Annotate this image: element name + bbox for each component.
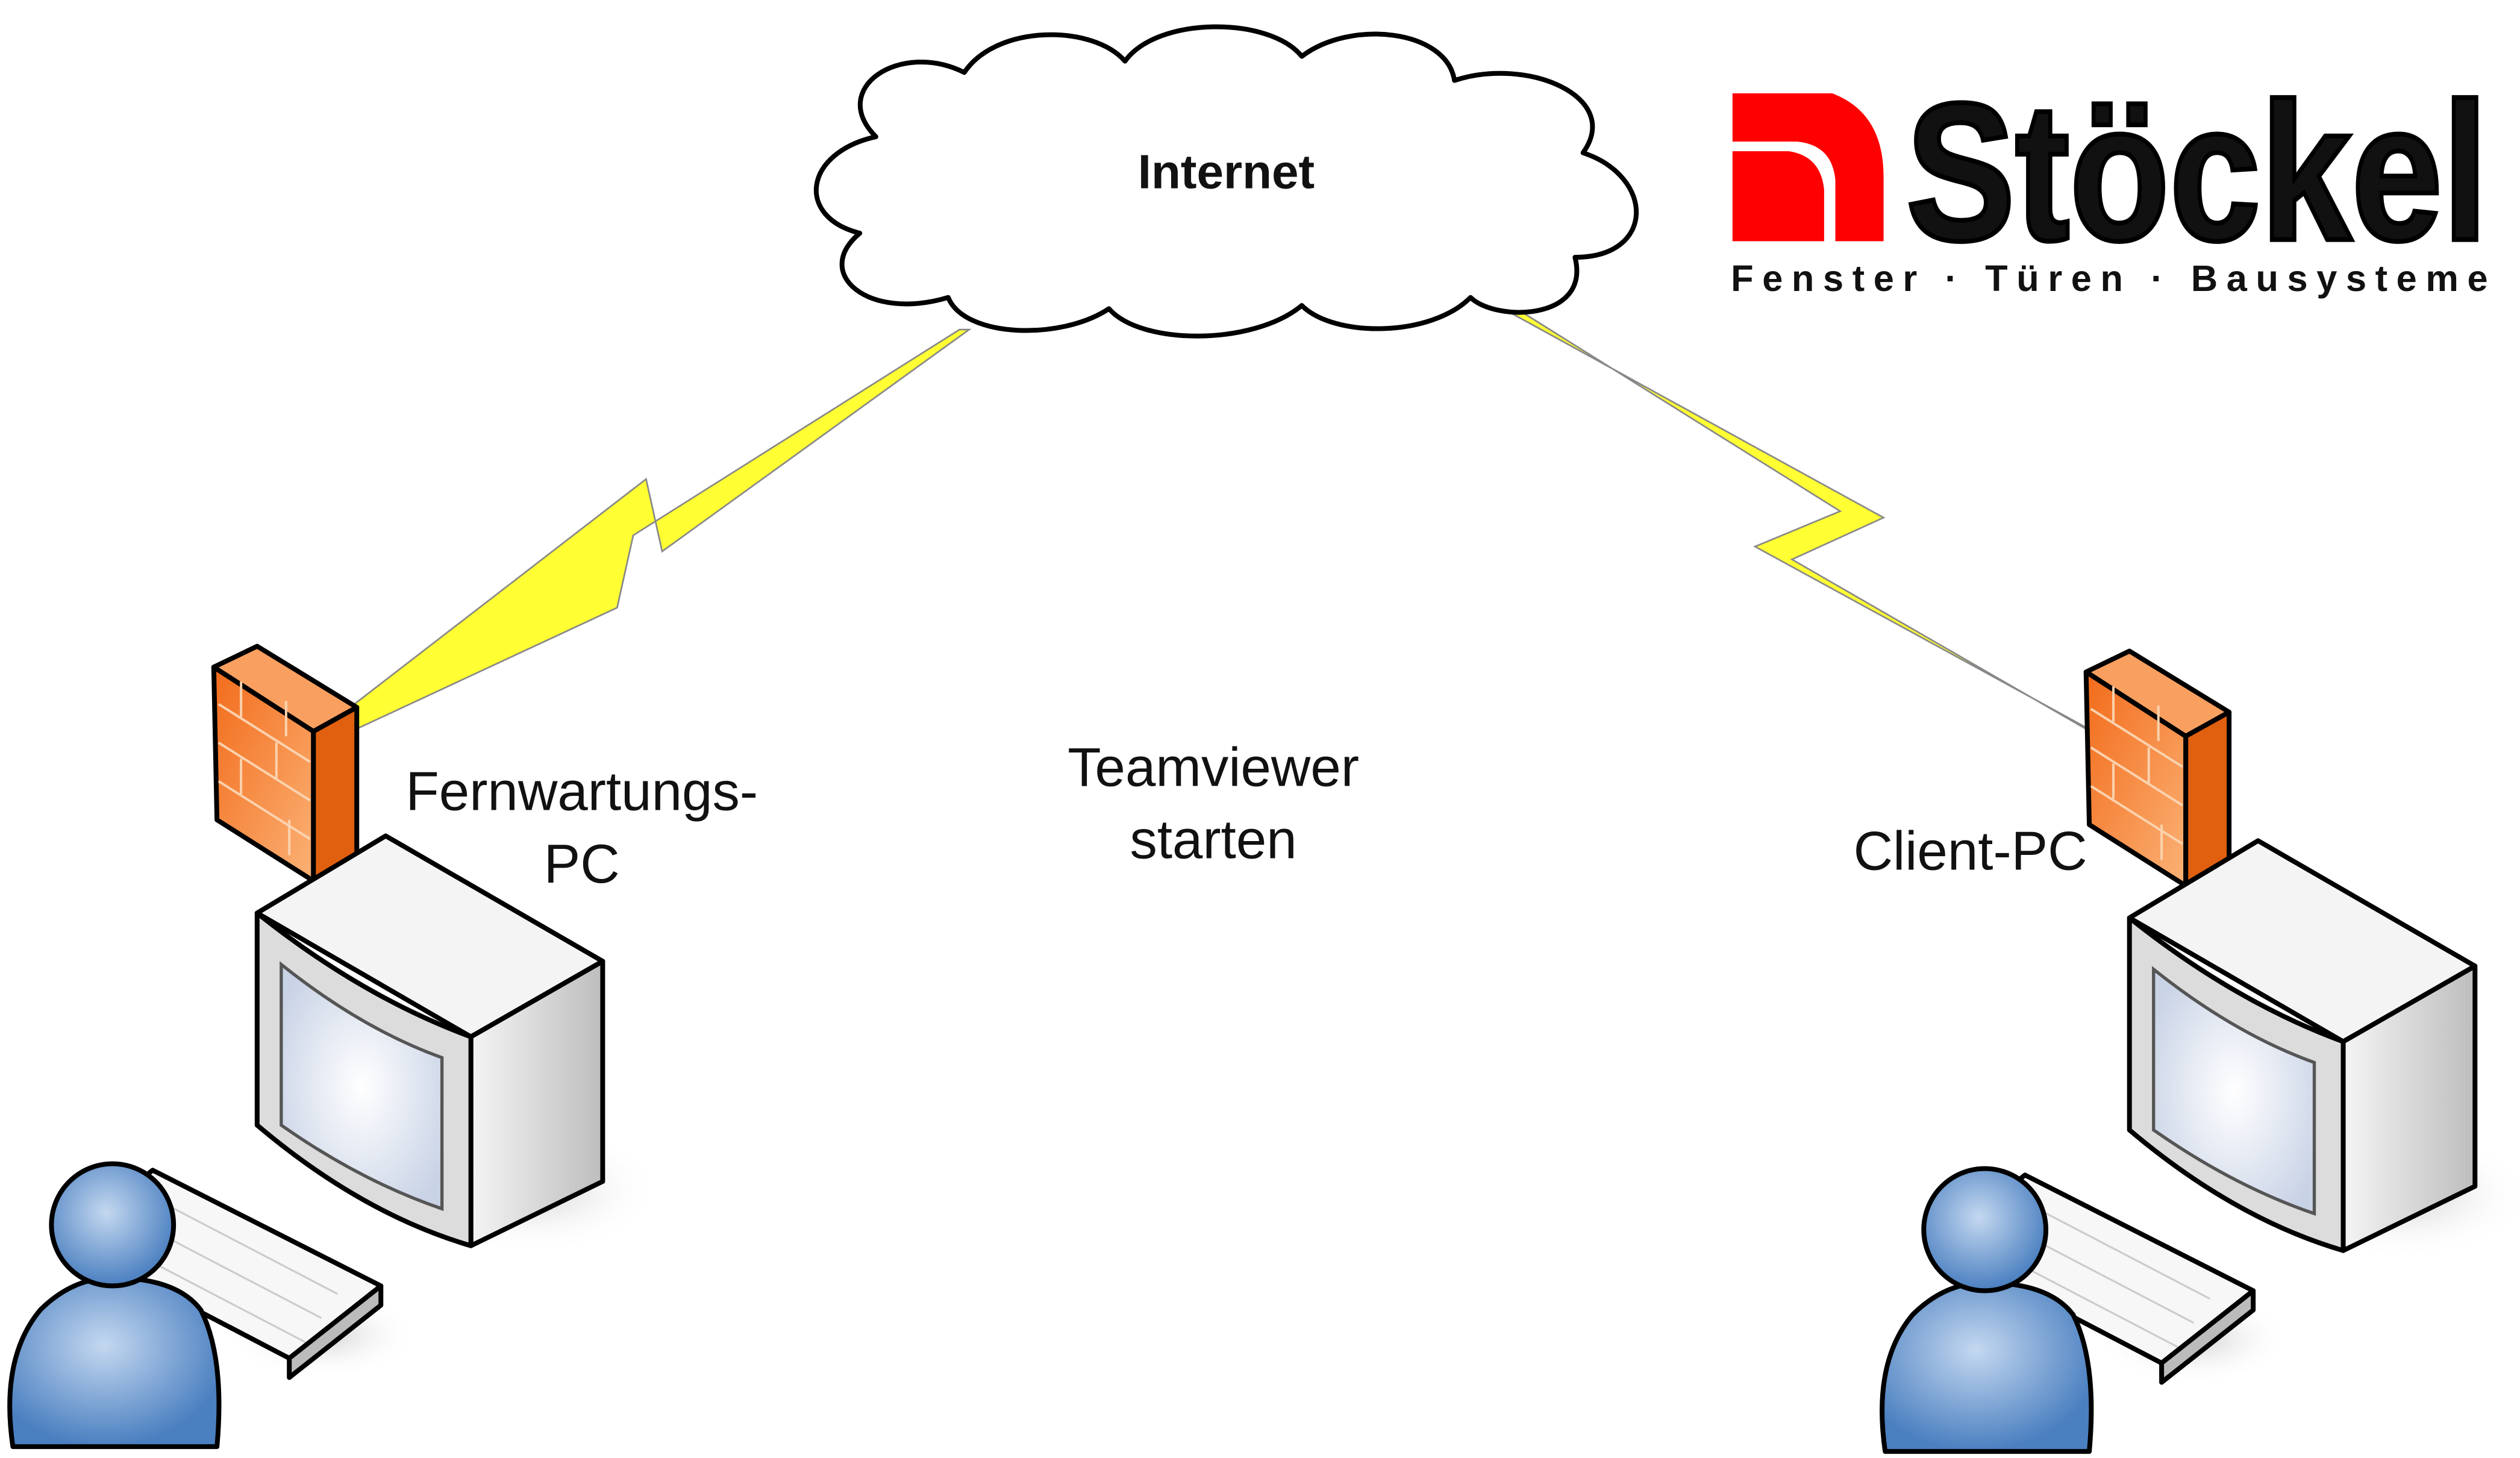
logo-name: Stöckel xyxy=(1906,62,2488,281)
left-station-label-line2: PC xyxy=(544,834,620,895)
logo-tagline: Fenster · Türen · Bausysteme xyxy=(1731,258,2488,299)
right-station-label: Client-PC xyxy=(1854,821,2087,881)
lightning-link-left xyxy=(292,328,972,760)
center-text-line1: Teamviewer xyxy=(1068,737,1359,798)
logo-mark-icon xyxy=(1732,93,1884,242)
stoeckel-logo: Stöckel Fenster · Türen · Bausysteme xyxy=(1731,60,2490,299)
lightning-link-right xyxy=(1489,298,2150,766)
cloud-icon xyxy=(813,24,1639,339)
left-station-label-line1: Fernwartungs- xyxy=(405,762,758,822)
internet-cloud: Internet xyxy=(813,24,1639,339)
right-station xyxy=(1882,651,2520,1452)
center-text-line2: starten xyxy=(1130,810,1297,871)
cloud-label: Internet xyxy=(1138,145,1315,198)
